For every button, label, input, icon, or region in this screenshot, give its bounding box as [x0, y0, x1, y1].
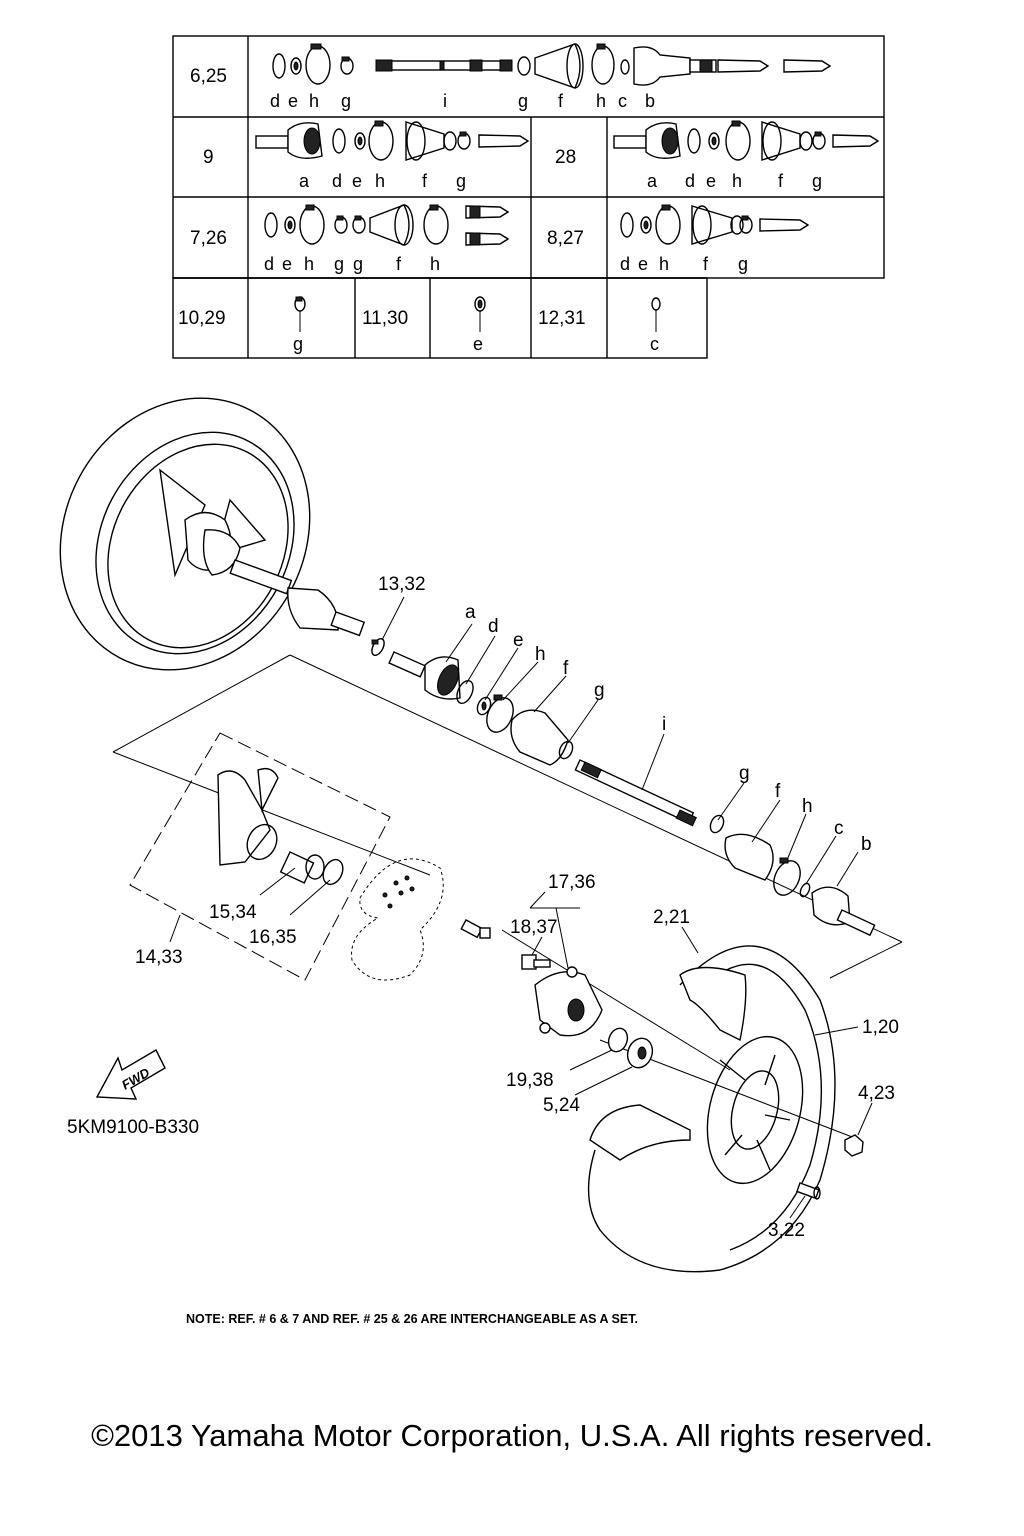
- row-28-parts: a d e h f g: [613, 120, 880, 191]
- table-ref-9: 9: [203, 147, 214, 168]
- svg-text:h: h: [430, 254, 440, 274]
- svg-text:e: e: [288, 91, 298, 111]
- callout-5-24: 5,24: [543, 1095, 580, 1116]
- interchangeable-note: NOTE: REF. # 6 & 7 AND REF. # 25 & 26 AR…: [186, 1312, 638, 1326]
- svg-text:a: a: [299, 171, 310, 191]
- svg-text:g: g: [353, 254, 363, 274]
- table-ref-8-27: 8,27: [547, 228, 584, 249]
- callout-i: i: [662, 714, 666, 735]
- svg-text:d: d: [264, 254, 274, 274]
- rear-hub: [521, 954, 654, 1069]
- callout-2-21: 2,21: [653, 907, 690, 928]
- svg-text:h: h: [659, 254, 669, 274]
- svg-text:f: f: [778, 171, 784, 191]
- table-ref-28: 28: [555, 147, 576, 168]
- callout-g-2: g: [739, 763, 750, 784]
- callout-g-1: g: [594, 680, 605, 701]
- svg-text:e: e: [352, 171, 362, 191]
- callout-15-34: 15,34: [209, 902, 257, 923]
- svg-text:c: c: [650, 334, 659, 354]
- callout-e: e: [513, 630, 524, 651]
- table-ref-12-31: 12,31: [538, 308, 586, 329]
- callout-a: a: [465, 602, 476, 623]
- svg-text:f: f: [396, 254, 402, 274]
- callout-14-33: 14,33: [135, 947, 183, 968]
- svg-text:a: a: [647, 171, 658, 191]
- knuckle-assembly: [129, 732, 391, 981]
- callout-f-2: f: [775, 781, 781, 802]
- diagram-code: 5KM9100-B330: [67, 1117, 199, 1138]
- callout-4-23: 4,23: [858, 1083, 895, 1104]
- svg-text:g: g: [812, 171, 822, 191]
- svg-text:i: i: [443, 91, 447, 111]
- copyright-text: ©2013 Yamaha Motor Corporation, U.S.A. A…: [91, 1418, 933, 1453]
- svg-text:d: d: [685, 171, 695, 191]
- svg-text:b: b: [645, 91, 655, 111]
- svg-text:h: h: [732, 171, 742, 191]
- parts-table: 6,25 9 28 7,26 8,27 10,29 11,30 12,31 d …: [172, 35, 885, 359]
- svg-text:g: g: [456, 171, 466, 191]
- callout-19-38: 19,38: [506, 1070, 554, 1091]
- svg-text:e: e: [473, 334, 483, 354]
- svg-text:h: h: [375, 171, 385, 191]
- callout-h-2: h: [802, 796, 813, 817]
- svg-text:c: c: [618, 91, 627, 111]
- svg-text:g: g: [518, 91, 528, 111]
- svg-text:e: e: [282, 254, 292, 274]
- svg-text:f: f: [422, 171, 428, 191]
- row-single-parts: g e c: [293, 296, 661, 354]
- callout-3-22: 3,22: [768, 1220, 805, 1241]
- svg-text:g: g: [738, 254, 748, 274]
- front-wheel-assembly: [59, 397, 366, 671]
- table-ref-11-30: 11,30: [362, 308, 408, 329]
- svg-text:e: e: [706, 171, 716, 191]
- callout-f-1: f: [563, 658, 569, 679]
- row-8-27-parts: d e h f g: [620, 204, 810, 274]
- table-ref-7-26: 7,26: [190, 228, 227, 249]
- svg-text:h: h: [596, 91, 606, 111]
- svg-text:d: d: [620, 254, 630, 274]
- callout-d: d: [488, 616, 499, 637]
- svg-text:e: e: [638, 254, 648, 274]
- drive-shaft-exploded: [371, 638, 876, 937]
- svg-text:f: f: [558, 91, 564, 111]
- svg-text:h: h: [309, 91, 319, 111]
- svg-text:g: g: [341, 91, 351, 111]
- rear-wheel: [587, 945, 864, 1273]
- svg-text:f: f: [703, 254, 709, 274]
- table-ref-10-29: 10,29: [178, 308, 226, 329]
- row-9-parts: a d e h f g: [255, 120, 530, 191]
- brake-disc: [351, 858, 491, 981]
- svg-text:h: h: [304, 254, 314, 274]
- callout-13-32: 13,32: [378, 574, 426, 595]
- callout-18-37: 18,37: [510, 917, 558, 938]
- leader-lines: [169, 596, 873, 1219]
- row-6-25-parts: d e h g i g f h c b: [270, 43, 832, 111]
- callout-c: c: [834, 818, 844, 839]
- svg-text:d: d: [270, 91, 280, 111]
- svg-text:g: g: [293, 334, 303, 354]
- svg-text:g: g: [334, 254, 344, 274]
- callout-1-20: 1,20: [862, 1017, 899, 1038]
- svg-text:d: d: [332, 171, 342, 191]
- callout-labels: 13,32 a d e h f g i g f h c b 15,34 16,3…: [135, 574, 899, 1241]
- callout-17-36: 17,36: [548, 872, 596, 893]
- row-7-26-parts: d e h g g f h: [264, 204, 510, 274]
- exploded-frame: [112, 654, 903, 1141]
- callout-h-1: h: [535, 644, 546, 665]
- callout-b: b: [861, 834, 872, 855]
- fwd-arrow-icon: FWD: [95, 1049, 166, 1100]
- table-ref-6-25: 6,25: [190, 66, 227, 87]
- callout-16-35: 16,35: [249, 927, 297, 948]
